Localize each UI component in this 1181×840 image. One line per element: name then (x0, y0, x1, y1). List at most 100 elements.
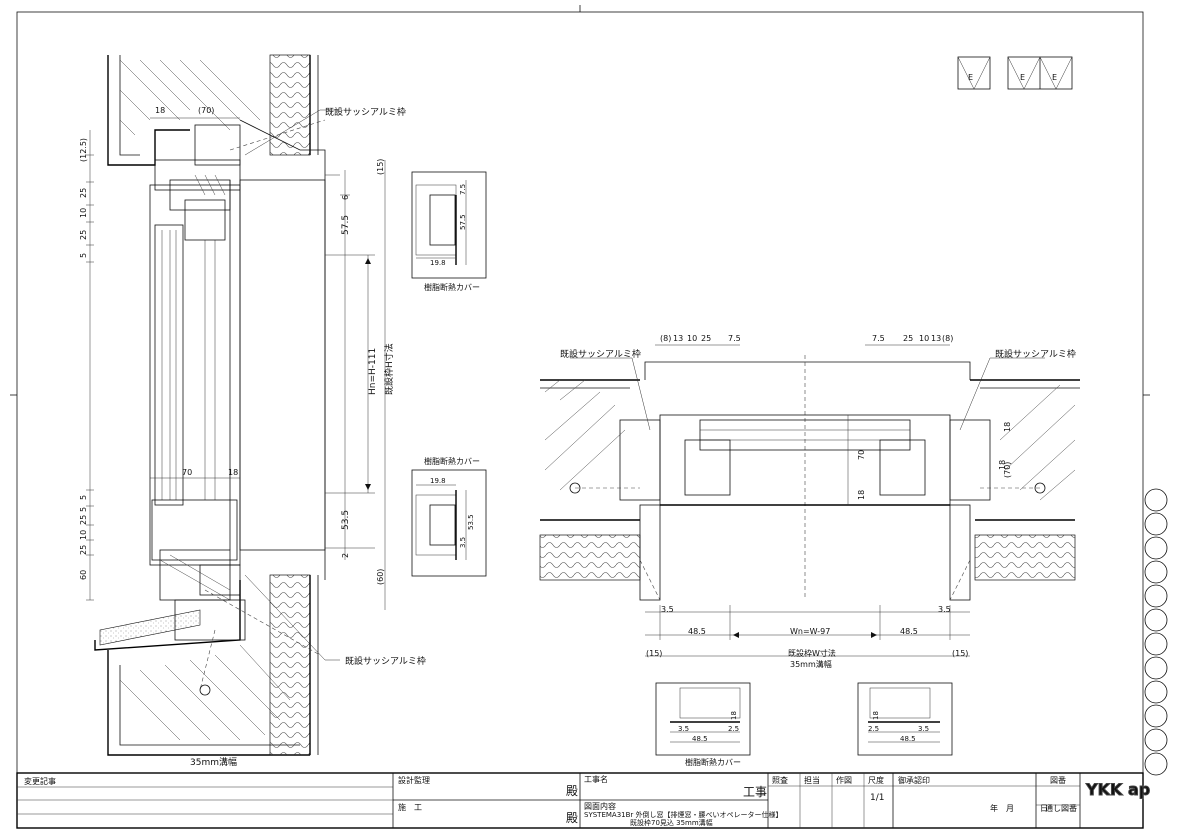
svg-text:7.5: 7.5 (459, 184, 467, 195)
label-existing-frame-top: 既設サッシアルミ枠 (325, 106, 406, 118)
svg-text:3.5: 3.5 (459, 537, 467, 548)
svg-text:25: 25 (79, 515, 88, 525)
tb-drafted: 作図 (836, 775, 852, 785)
svg-text:(8): (8) (660, 334, 671, 343)
label-existing-frame-bottom: 既設サッシアルミ枠 (345, 655, 426, 667)
detail-resin-cover-2: 樹脂断熱カバー 19.8 53.5 3.5 (411, 456, 487, 577)
label-resin-cover-1: 樹脂断熱カバー (424, 282, 480, 292)
svg-text:(12.5): (12.5) (79, 138, 88, 162)
svg-text:(15): (15) (376, 159, 385, 175)
svg-text:18: 18 (1003, 422, 1012, 432)
tb-date-day: 日 (1040, 804, 1048, 813)
tb-dono-1: 殿 (566, 784, 578, 798)
svg-text:48.5: 48.5 (692, 735, 708, 743)
legend-icon-2: E (1020, 73, 1025, 82)
svg-text:10: 10 (687, 334, 697, 343)
label-groove-left: 35mm溝幅 (190, 756, 237, 768)
svg-text:10: 10 (919, 334, 929, 343)
label-resin-cover-2: 樹脂断熱カバー (424, 456, 480, 466)
svg-text:18: 18 (228, 468, 238, 477)
label-groove-right: 35mm溝幅 (790, 659, 832, 669)
svg-text:6: 6 (341, 195, 350, 200)
tb-checked: 照査 (772, 775, 788, 785)
tb-year-month: 年 月 (990, 803, 1014, 813)
tb-desc-line2: 既設枠70見込 35mm溝幅 (630, 818, 713, 827)
svg-text:25: 25 (79, 188, 88, 198)
svg-text:2: 2 (341, 553, 350, 558)
detail-resin-cover-3: 3.5 2.5 48.5 18 2.5 3.5 48.5 18 樹脂断熱カバー (655, 682, 953, 767)
legend-icon-3: E (1052, 73, 1057, 82)
tb-scale: 尺度 (868, 775, 884, 785)
label-resin-cover-3: 樹脂断熱カバー (685, 757, 741, 767)
label-existing-frame-left: 既設サッシアルミ枠 (560, 348, 641, 360)
svg-text:(60): (60) (376, 569, 385, 585)
legend-icon-group: E E E (957, 56, 1073, 90)
svg-text:(8): (8) (942, 334, 953, 343)
svg-text:既設枠W寸法: 既設枠W寸法 (788, 648, 836, 658)
svg-text:48.5: 48.5 (900, 627, 918, 636)
svg-text:3.5: 3.5 (661, 605, 674, 614)
svg-text:(70): (70) (198, 106, 214, 115)
title-block: 変更記事 設計監理 殿 施 工 殿 工事名 工事 図面内容 SYSTEMA31B… (16, 772, 1144, 829)
svg-text:3.5: 3.5 (918, 725, 929, 733)
tb-scale-value: 1/1 (870, 793, 884, 803)
svg-text:60: 60 (79, 570, 88, 580)
svg-text:(15): (15) (646, 649, 662, 658)
binding-holes (1144, 488, 1168, 776)
svg-text:Wn=W-97: Wn=W-97 (790, 627, 830, 636)
svg-text:7.5: 7.5 (728, 334, 741, 343)
svg-text:25: 25 (79, 230, 88, 240)
tb-approval: 御承認印 (898, 775, 930, 785)
tb-drawing-no: 図番 (1050, 775, 1066, 785)
svg-text:10: 10 (79, 530, 88, 540)
tb-dono-2: 殿 (566, 811, 578, 825)
svg-text:2.5: 2.5 (868, 725, 879, 733)
svg-text:18: 18 (998, 460, 1007, 470)
tb-drawing-content: 図面内容 (584, 801, 616, 811)
tb-kouji: 工事 (743, 785, 767, 799)
svg-text:13: 13 (673, 334, 683, 343)
legend-icon-1: E (968, 73, 973, 82)
svg-text:7.5: 7.5 (872, 334, 885, 343)
svg-text:19.8: 19.8 (430, 259, 446, 267)
horizontal-section: (8) 13 10 25 7.5 7.5 25 10 13 (8) (539, 334, 1080, 669)
svg-text:53.5: 53.5 (341, 510, 351, 530)
svg-text:19.8: 19.8 (430, 477, 446, 485)
svg-text:3.5: 3.5 (678, 725, 689, 733)
label-existing-frame-right: 既設サッシアルミ枠 (995, 348, 1076, 360)
svg-text:57.5: 57.5 (459, 214, 467, 230)
svg-text:3.5: 3.5 (938, 605, 951, 614)
svg-text:25: 25 (79, 545, 88, 555)
tb-construction: 施 工 (398, 802, 422, 812)
svg-text:10: 10 (79, 208, 88, 218)
vertical-section: (12.5) 25 10 25 5 5 5 25 10 25 60 18 (70… (79, 54, 426, 768)
svg-text:48.5: 48.5 (688, 627, 706, 636)
tb-in-charge: 担当 (804, 775, 820, 785)
tb-project-name: 工事名 (584, 774, 608, 784)
svg-text:2.5: 2.5 (728, 725, 739, 733)
svg-text:5: 5 (79, 495, 88, 500)
tb-serial-no: 通し図番 (1045, 803, 1077, 813)
svg-text:70: 70 (182, 468, 192, 477)
svg-text:(15): (15) (952, 649, 968, 658)
tb-design-supervisor: 設計監理 (398, 775, 430, 785)
ykk-ap-logo: YKK ap (1085, 780, 1151, 800)
detail-resin-cover-1: 7.5 57.5 19.8 樹脂断熱カバー (411, 171, 487, 292)
tb-change-record: 変更記事 (24, 776, 56, 786)
svg-text:25: 25 (701, 334, 711, 343)
svg-text:18: 18 (155, 106, 165, 115)
svg-text:18: 18 (872, 711, 880, 720)
svg-text:18: 18 (730, 711, 738, 720)
svg-text:5: 5 (79, 507, 88, 512)
svg-text:既設枠H寸法: 既設枠H寸法 (383, 343, 395, 395)
svg-text:53.5: 53.5 (467, 514, 475, 530)
svg-text:57.5: 57.5 (341, 215, 351, 235)
svg-text:18: 18 (857, 490, 866, 500)
svg-text:70: 70 (857, 450, 866, 460)
svg-text:YKK ap: YKK ap (1085, 780, 1150, 799)
svg-text:13: 13 (931, 334, 941, 343)
svg-text:25: 25 (903, 334, 913, 343)
svg-text:5: 5 (79, 253, 88, 258)
